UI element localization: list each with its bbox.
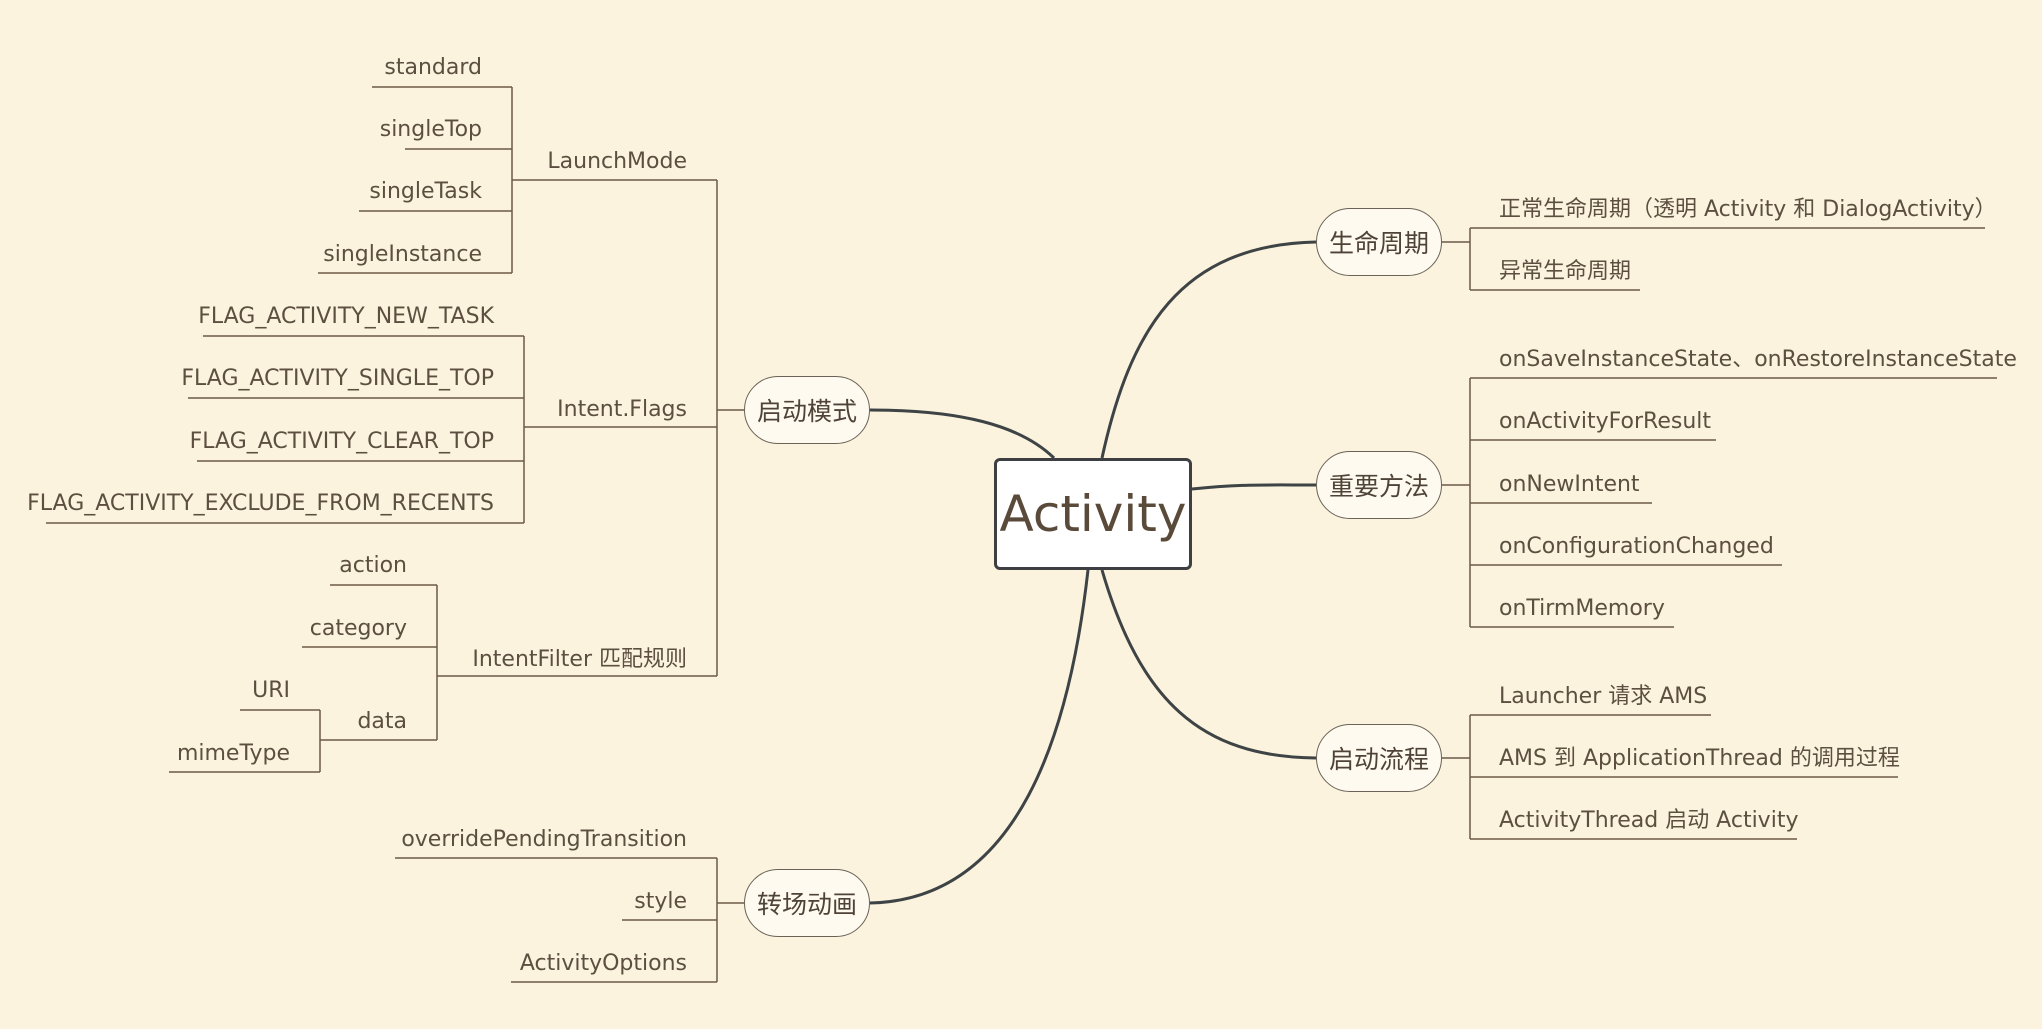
topic-label: 启动模式 xyxy=(756,397,857,426)
topic-label: 转场动画 xyxy=(756,890,857,919)
leaf-abnormal-lifecycle[interactable]: 异常生命周期 xyxy=(1499,259,1632,284)
leaf-action[interactable]: action xyxy=(339,553,407,578)
topic-label: 启动流程 xyxy=(1328,745,1429,774)
leaf-mimetype[interactable]: mimeType xyxy=(176,741,290,766)
topic-transition[interactable]: 转场动画 xyxy=(744,869,870,937)
topic-label: 生命周期 xyxy=(1328,229,1429,258)
leaf-launcher-request-ams[interactable]: Launcher 请求 AMS xyxy=(1499,684,1708,709)
leaf-singletask[interactable]: singleTask xyxy=(369,179,482,204)
connector-root-transition xyxy=(869,569,1090,905)
leaf-ams-to-application-thread[interactable]: AMS 到 ApplicationThread 的调用过程 xyxy=(1499,746,1900,771)
topic-lifecycle[interactable]: 生命周期 xyxy=(1316,208,1442,276)
topic-startup[interactable]: 启动流程 xyxy=(1316,724,1442,792)
leaf-flag-exclude-recents[interactable]: FLAG_ACTIVITY_EXCLUDE_FROM_RECENTS xyxy=(27,491,494,516)
leaf-on-trim-memory[interactable]: onTirmMemory xyxy=(1499,596,1665,621)
leaf-singleinstance[interactable]: singleInstance xyxy=(323,242,482,267)
leaf-flag-single-top[interactable]: FLAG_ACTIVITY_SINGLE_TOP xyxy=(181,366,494,391)
topic-label: 重要方法 xyxy=(1328,472,1429,501)
subtopic-intent-filter[interactable]: IntentFilter 匹配规则 xyxy=(472,647,687,672)
leaf-on-configuration-changed[interactable]: onConfigurationChanged xyxy=(1499,534,1774,559)
subtopic-intent-flags[interactable]: Intent.Flags xyxy=(557,397,687,422)
topic-launch-mode[interactable]: 启动模式 xyxy=(744,376,870,444)
leaf-category[interactable]: category xyxy=(309,616,407,641)
subtopic-launchmode[interactable]: LaunchMode xyxy=(547,149,687,174)
connector-root-launch-mode xyxy=(869,408,1056,460)
root-node-activity[interactable]: Activity xyxy=(994,458,1192,570)
leaf-flag-new-task[interactable]: FLAG_ACTIVITY_NEW_TASK xyxy=(198,304,494,329)
leaf-activity-options[interactable]: ActivityOptions xyxy=(519,951,687,976)
topic-methods[interactable]: 重要方法 xyxy=(1316,451,1442,519)
leaf-standard[interactable]: standard xyxy=(384,55,482,80)
leaf-normal-lifecycle[interactable]: 正常生命周期（透明 Activity 和 DialogActivity） xyxy=(1499,197,1997,222)
connector-root-lifecycle xyxy=(1100,240,1317,459)
leaf-override-pending-transition[interactable]: overridePendingTransition xyxy=(401,827,687,852)
leaf-on-new-intent[interactable]: onNewIntent xyxy=(1499,472,1640,497)
leaf-on-activity-for-result[interactable]: onActivityForResult xyxy=(1499,409,1712,434)
leaf-activity-thread-start[interactable]: ActivityThread 启动 Activity xyxy=(1499,808,1799,833)
leaf-singletop[interactable]: singleTop xyxy=(379,117,482,142)
leaf-style[interactable]: style xyxy=(634,889,687,914)
connector-root-methods xyxy=(1191,483,1317,491)
subtopic-data[interactable]: data xyxy=(357,709,407,734)
leaf-save-restore-state[interactable]: onSaveInstanceState、onRestoreInstanceSta… xyxy=(1499,347,2017,372)
leaf-uri[interactable]: URI xyxy=(252,678,290,703)
connector-root-startup xyxy=(1100,569,1317,760)
leaf-flag-clear-top[interactable]: FLAG_ACTIVITY_CLEAR_TOP xyxy=(189,429,494,454)
